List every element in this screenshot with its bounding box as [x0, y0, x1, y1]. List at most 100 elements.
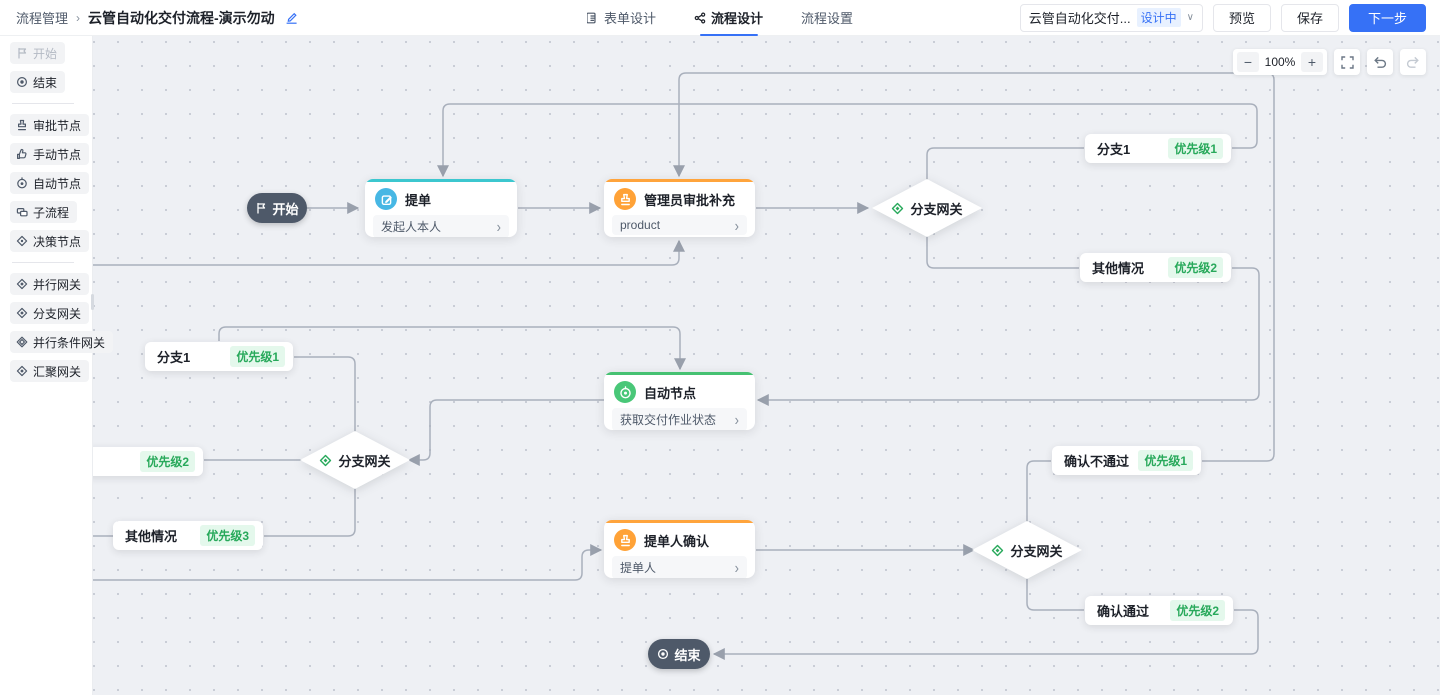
status-badge: 设计中 — [1136, 8, 1181, 27]
priority-badge: 优先级2 — [1170, 600, 1225, 621]
end-icon — [657, 648, 669, 660]
next-step-button[interactable]: 下一步 — [1348, 3, 1426, 32]
flag-icon — [16, 47, 28, 59]
gateway2-icon — [16, 336, 28, 348]
gateway-label: 分支网关 — [1010, 543, 1063, 559]
chevron-down-icon: ∨ — [1186, 12, 1194, 23]
tab-flow-settings[interactable]: 流程设置 — [801, 0, 853, 36]
node-config-row[interactable]: 发起人本人› — [373, 215, 509, 237]
palette-item-gateway[interactable]: 分支网关 — [10, 302, 90, 324]
priority-badge: 优先级3 — [200, 525, 255, 546]
palette-item-label: 结束 — [33, 75, 58, 90]
node-color-bar — [604, 520, 755, 523]
node-header: 自动节点 — [604, 375, 755, 408]
node-title: 自动节点 — [644, 385, 697, 401]
edit-icon — [375, 188, 397, 210]
palette-item-stamp[interactable]: 审批节点 — [10, 114, 90, 136]
node-config-row[interactable]: 获取交付作业状态 › — [612, 408, 747, 430]
diamond-shape — [972, 521, 1082, 579]
fit-screen-icon — [1340, 55, 1354, 69]
end-label: 结束 — [674, 647, 701, 663]
start-node[interactable]: 开始 — [247, 193, 307, 223]
zoom-control-group: − 100% + — [1233, 49, 1327, 75]
flow-version-value: 云管自动化交付... — [1028, 11, 1131, 26]
canvas-toolbar: − 100% + — [1233, 49, 1426, 75]
gateway-icon — [16, 278, 28, 290]
gateway-icon — [891, 202, 904, 215]
palette-item-label: 并行网关 — [33, 277, 82, 292]
fit-screen-button[interactable] — [1334, 49, 1360, 75]
flow-node-submit[interactable]: 提单发起人本人› — [365, 179, 517, 237]
gateway-node-0[interactable]: 分支网关 — [872, 179, 982, 237]
node-subtitle: 提单人 — [620, 561, 657, 575]
flow-version-select[interactable]: 云管自动化交付... 设计中 ∨ — [1019, 3, 1203, 32]
zoom-level: 100% — [1264, 55, 1296, 69]
node-palette: 开始结束审批节点手动节点自动节点子流程决策节点并行网关分支网关并行条件网关汇聚网… — [0, 36, 114, 695]
branch-label-4[interactable]: 其他情况优先级3 — [113, 521, 263, 550]
zoom-out-button[interactable]: − — [1237, 52, 1259, 72]
palette-item-label: 审批节点 — [33, 118, 82, 133]
gateway-node-2[interactable]: 分支网关 — [972, 521, 1082, 579]
branch-title: 确认不通过 — [1064, 454, 1130, 469]
undo-button[interactable] — [1367, 49, 1393, 75]
palette-item-end[interactable]: 结束 — [10, 71, 66, 93]
branch-label-6[interactable]: 确认通过 优先级2 — [1085, 596, 1233, 625]
branch-label-3[interactable]: 优先级2 — [85, 447, 203, 476]
flow-node-admin-approve[interactable]: 管理员审批补充 product› — [604, 179, 755, 237]
gateway-icon — [991, 544, 1004, 557]
breadcrumb-root[interactable]: 流程管理 — [16, 11, 69, 26]
hand-icon — [16, 148, 28, 160]
priority-badge: 优先级1 — [230, 346, 285, 367]
node-config-row[interactable]: product› — [612, 215, 747, 235]
gateway-node-1[interactable]: 分支网关 — [300, 431, 410, 489]
flow-node-submitter-confirm[interactable]: 提单人确认提单人› — [604, 520, 755, 578]
decision-icon — [16, 235, 28, 247]
flag-icon — [255, 202, 267, 214]
node-header: 提单人确认 — [604, 523, 755, 556]
end-icon — [16, 76, 28, 88]
tab-flow-design[interactable]: 流程设计 — [694, 0, 763, 36]
palette-item-gateway[interactable]: 汇聚网关 — [10, 360, 90, 382]
node-title: 提单人确认 — [644, 533, 710, 549]
redo-button[interactable] — [1400, 49, 1426, 75]
gateway-icon — [16, 307, 28, 319]
tab-label: 流程设置 — [801, 11, 854, 26]
branch-label-5[interactable]: 确认不通过优先级1 — [1052, 446, 1201, 475]
edit-title-icon[interactable] — [285, 11, 298, 24]
node-title: 管理员审批补充 — [644, 192, 736, 208]
redo-icon — [1406, 56, 1420, 68]
node-header: 提单 — [365, 182, 517, 215]
chevron-right-icon: › — [734, 410, 739, 429]
branch-label-1[interactable]: 其他情况优先级2 — [1080, 253, 1231, 282]
end-node[interactable]: 结束 — [648, 639, 710, 669]
node-subtitle: 获取交付作业状态 — [620, 413, 717, 427]
palette-item-auto[interactable]: 自动节点 — [10, 172, 90, 194]
breadcrumb: 流程管理 › 云管自动化交付流程-演示勿动 — [0, 8, 298, 28]
node-config-row[interactable]: 提单人› — [612, 556, 747, 578]
save-button[interactable]: 保存 — [1280, 3, 1339, 32]
gateway-icon — [16, 365, 28, 377]
diamond-shape — [872, 179, 982, 237]
palette-item-subflow[interactable]: 子流程 — [10, 201, 78, 223]
gateway-label: 分支网关 — [910, 201, 963, 217]
branch-title: 确认通过 — [1097, 604, 1150, 619]
start-label: 开始 — [272, 201, 299, 217]
node-color-bar — [365, 179, 517, 182]
palette-item-label: 决策节点 — [33, 234, 82, 249]
flow-node-auto-node[interactable]: 自动节点获取交付作业状态 › — [604, 372, 755, 430]
priority-badge: 优先级1 — [1138, 450, 1193, 471]
palette-item-label: 并行条件网关 — [33, 335, 106, 350]
palette-item-gateway2[interactable]: 并行条件网关 — [10, 331, 114, 353]
tab-form-design[interactable]: 表单设计 — [586, 0, 656, 36]
zoom-in-button[interactable]: + — [1301, 52, 1323, 72]
palette-item-decision[interactable]: 决策节点 — [10, 230, 90, 252]
palette-item-gateway[interactable]: 并行网关 — [10, 273, 90, 295]
preview-button[interactable]: 预览 — [1212, 3, 1271, 32]
palette-item-hand[interactable]: 手动节点 — [10, 143, 90, 165]
palette-item-label: 子流程 — [33, 205, 70, 220]
palette-divider — [12, 262, 74, 263]
palette-collapse-handle[interactable] — [91, 294, 94, 310]
